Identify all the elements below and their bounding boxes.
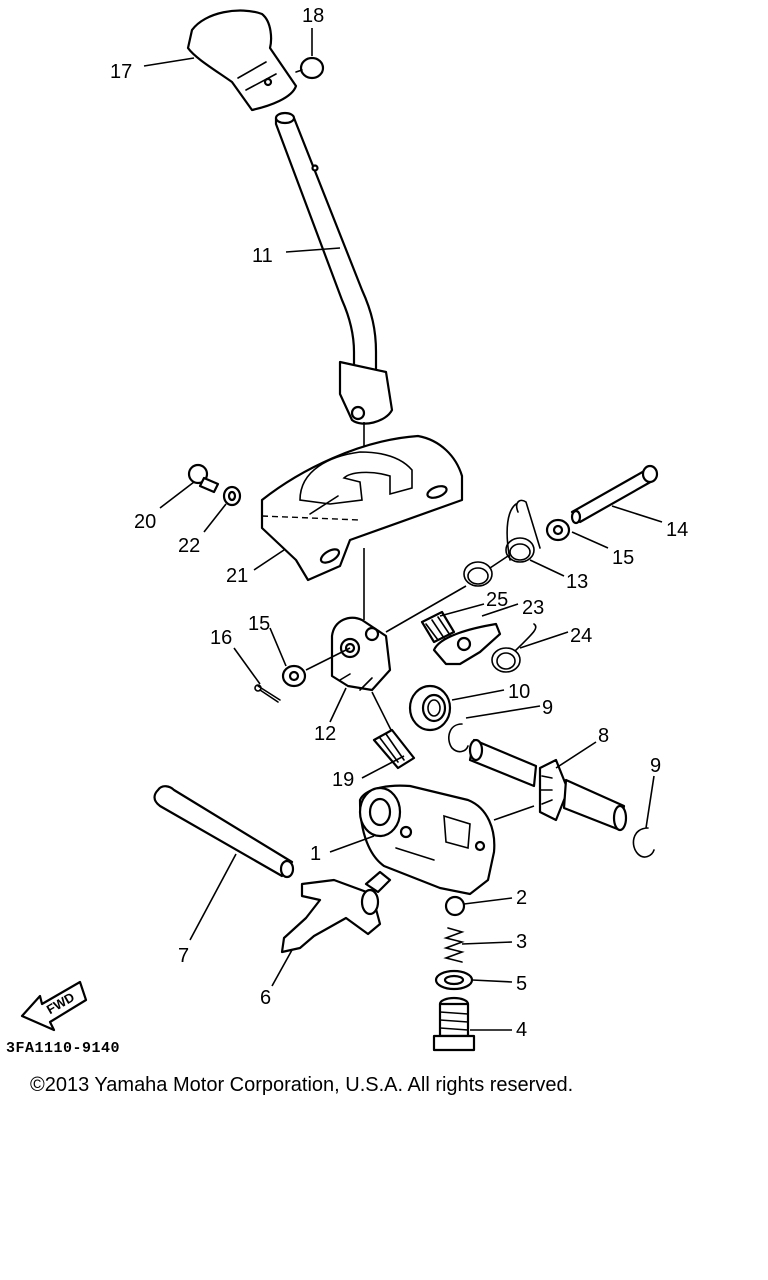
callout-13: 13 bbox=[566, 571, 588, 593]
callout-18: 18 bbox=[302, 5, 324, 27]
part-1-shift-drum[interactable] bbox=[358, 784, 496, 896]
callout-9b: 9 bbox=[650, 755, 661, 777]
callout-10: 10 bbox=[508, 681, 530, 703]
callout-20: 20 bbox=[134, 511, 156, 533]
part-14-shaft[interactable] bbox=[570, 464, 659, 525]
part-16-cotter-pin[interactable] bbox=[254, 684, 281, 703]
part-8-shift-shaft[interactable] bbox=[468, 738, 628, 832]
callout-16: 16 bbox=[210, 627, 232, 649]
part-2-ball[interactable] bbox=[444, 895, 466, 917]
callout-4: 4 bbox=[516, 1019, 527, 1041]
callout-15b: 15 bbox=[248, 613, 270, 635]
callout-9a: 9 bbox=[542, 697, 553, 719]
callout-3: 3 bbox=[516, 931, 527, 953]
copyright-notice: ©2013 Yamaha Motor Corporation, U.S.A. A… bbox=[30, 1074, 574, 1096]
part-7-fork-shaft[interactable] bbox=[153, 785, 295, 879]
part-6-shift-fork[interactable] bbox=[280, 870, 392, 954]
part-4-plug[interactable] bbox=[432, 996, 476, 1052]
part-9-circlip-upper[interactable] bbox=[448, 723, 469, 753]
callout-15a: 15 bbox=[612, 547, 634, 569]
part-25-bolt[interactable] bbox=[420, 610, 456, 644]
callout-5: 5 bbox=[516, 973, 527, 995]
callout-8: 8 bbox=[598, 725, 609, 747]
callout-7: 7 bbox=[178, 945, 189, 967]
part-9-circlip-lower[interactable] bbox=[632, 827, 655, 858]
callout-22: 22 bbox=[178, 535, 200, 557]
callout-23: 23 bbox=[522, 597, 544, 619]
part-13-spring[interactable] bbox=[463, 499, 541, 587]
part-15-washer-lower[interactable] bbox=[281, 664, 307, 688]
part-17-grip[interactable] bbox=[186, 9, 298, 112]
callout-2: 2 bbox=[516, 887, 527, 909]
part-20-bolt[interactable] bbox=[187, 463, 220, 494]
callout-24: 24 bbox=[570, 625, 592, 647]
callout-11: 11 bbox=[252, 245, 273, 267]
part-23-stopper[interactable] bbox=[432, 622, 502, 666]
callout-17: 17 bbox=[110, 61, 132, 83]
callout-labels: 17 18 11 20 22 21 14 15 13 25 23 24 16 1… bbox=[110, 5, 688, 1041]
part-12-bracket[interactable] bbox=[330, 616, 392, 692]
part-10-oil-seal[interactable] bbox=[408, 684, 452, 732]
callout-1: 1 bbox=[310, 843, 321, 865]
part-22-washer[interactable] bbox=[222, 485, 242, 507]
part-11-shift-lever[interactable] bbox=[274, 111, 394, 425]
part-3-spring[interactable] bbox=[443, 927, 465, 963]
part-15-washer-upper[interactable] bbox=[545, 518, 571, 542]
part-19-bolt[interactable] bbox=[372, 728, 416, 770]
part-18-pin[interactable] bbox=[295, 56, 325, 80]
callout-25: 25 bbox=[486, 589, 508, 611]
exploded-parts-diagram: FWD 17 18 11 20 22 21 bbox=[20, 5, 688, 1052]
callout-19: 19 bbox=[332, 769, 354, 791]
leader-lines bbox=[143, 28, 663, 1031]
callout-12: 12 bbox=[314, 723, 336, 745]
diagram-code: 3FA1110-9140 bbox=[6, 1040, 121, 1057]
fwd-arrow-icon: FWD bbox=[20, 980, 88, 1032]
callout-6: 6 bbox=[260, 987, 271, 1009]
part-5-washer[interactable] bbox=[434, 969, 474, 991]
callout-21: 21 bbox=[226, 565, 248, 587]
callout-14: 14 bbox=[666, 519, 688, 541]
part-24-spring[interactable] bbox=[491, 623, 537, 673]
part-21-shift-guide[interactable] bbox=[260, 434, 464, 582]
